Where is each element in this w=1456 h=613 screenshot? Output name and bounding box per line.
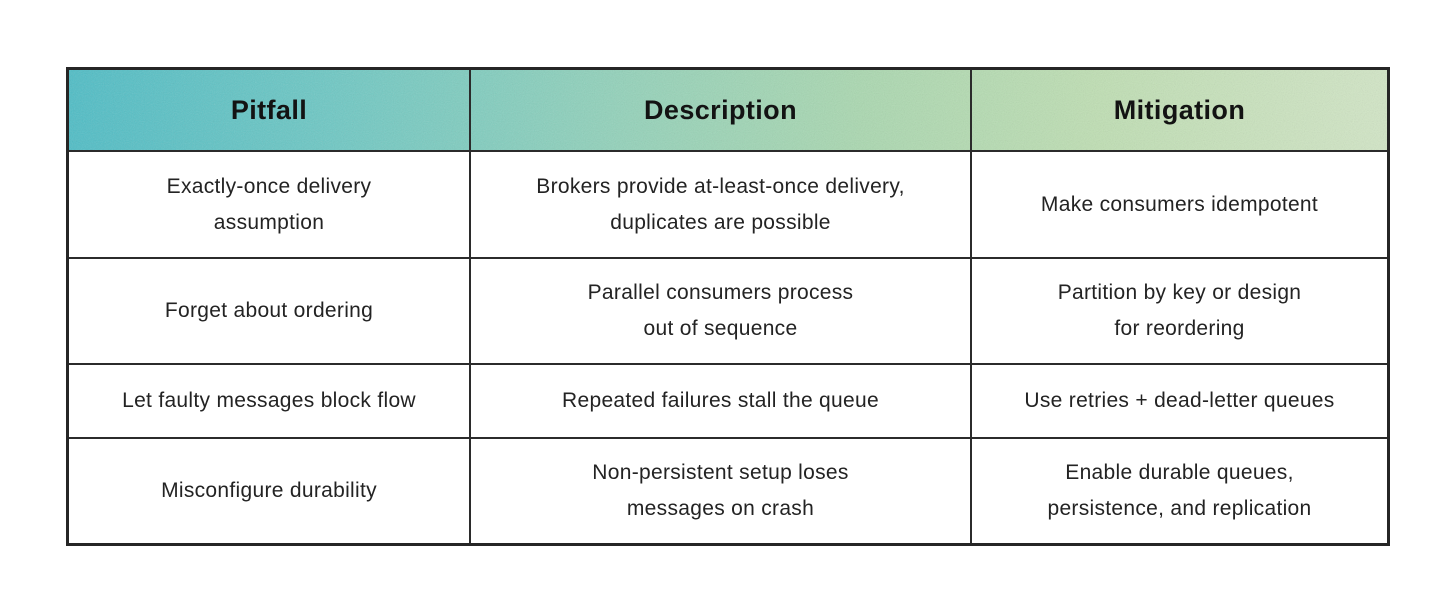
table-row: Exactly-once delivery assumption Brokers… bbox=[69, 150, 1387, 257]
cell-mitigation: Enable durable queues, persistence, and … bbox=[970, 437, 1387, 543]
pitfalls-table: Pitfall Description Mitigation Exactly-o… bbox=[66, 67, 1390, 546]
cell-pitfall: Forget about ordering bbox=[69, 257, 469, 363]
table-header-row: Pitfall Description Mitigation bbox=[69, 70, 1387, 150]
cell-mitigation: Use retries + dead-letter queues bbox=[970, 363, 1387, 437]
cell-description: Repeated failures stall the queue bbox=[469, 363, 970, 437]
cell-pitfall: Let faulty messages block flow bbox=[69, 363, 469, 437]
cell-mitigation: Partition by key or design for reorderin… bbox=[970, 257, 1387, 363]
cell-mitigation: Make consumers idempotent bbox=[970, 150, 1387, 257]
table-row: Let faulty messages block flow Repeated … bbox=[69, 363, 1387, 437]
header-description: Description bbox=[469, 70, 970, 150]
cell-pitfall: Misconfigure durability bbox=[69, 437, 469, 543]
table-row: Forget about ordering Parallel consumers… bbox=[69, 257, 1387, 363]
header-mitigation: Mitigation bbox=[970, 70, 1387, 150]
table-row: Misconfigure durability Non-persistent s… bbox=[69, 437, 1387, 543]
cell-description: Brokers provide at-least-once delivery, … bbox=[469, 150, 970, 257]
cell-description: Non-persistent setup loses messages on c… bbox=[469, 437, 970, 543]
header-pitfall: Pitfall bbox=[230, 95, 308, 125]
cell-description: Parallel consumers process out of sequen… bbox=[469, 257, 970, 363]
cell-pitfall: Exactly-once delivery assumption bbox=[69, 150, 469, 257]
